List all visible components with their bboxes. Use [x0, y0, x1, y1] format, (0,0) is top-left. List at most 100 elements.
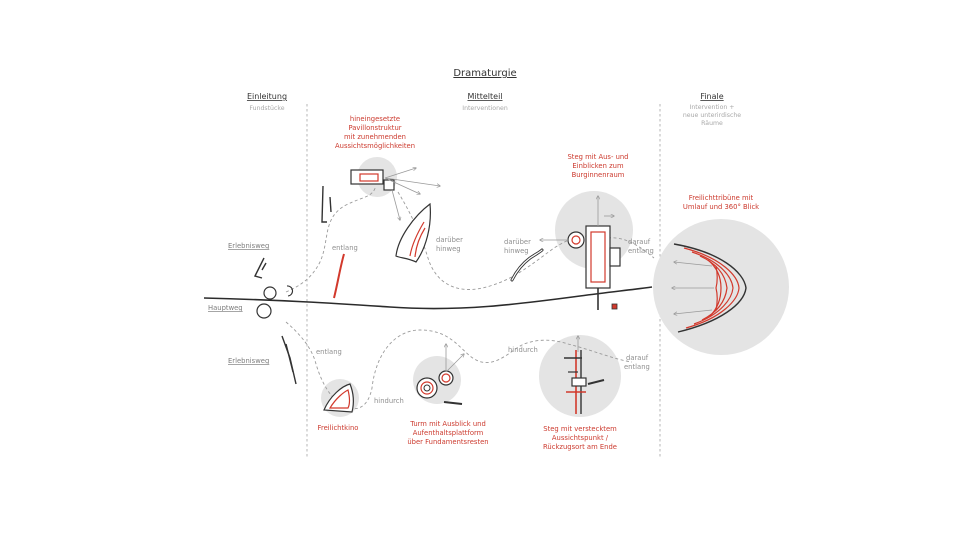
pavillon-label: Pavillonstruktur [348, 124, 401, 132]
path-label-hindurch: hindurch [374, 397, 404, 405]
hauptweg-line [203, 286, 653, 310]
fragment [329, 196, 332, 213]
fragment [285, 343, 294, 373]
pavillon-label: mit zunehmenden [344, 133, 406, 141]
steg-top-label: Burginnenraum [572, 171, 625, 179]
view-arrow [445, 354, 464, 373]
shell-outline [395, 202, 431, 263]
section-subtitle: Interventionen [462, 105, 508, 112]
section-heading: Mittelteil [467, 92, 502, 101]
steg-tower [567, 231, 585, 249]
view-arrow [674, 262, 713, 267]
steg-bottom-label: Rückzugsort am Ende [543, 443, 617, 451]
marker-square [611, 303, 618, 310]
path-label-darueber: darüber [436, 236, 463, 244]
steg-entlang [333, 253, 345, 299]
steg-top-icon [540, 196, 621, 310]
steg-top-label: Steg mit Aus- und [567, 153, 628, 161]
kino-label: Freilichtkino [318, 424, 359, 432]
pavillon-label: Aussichtsmöglichkeiten [335, 142, 415, 150]
path-label-hindurch: hindurch [508, 346, 538, 354]
section-finale: Finale Intervention + neue unterirdische… [683, 92, 741, 127]
label-hauptweg: Hauptweg [208, 304, 243, 312]
path-label-entlang: entlang [332, 244, 358, 252]
tribuene-row [691, 251, 734, 325]
steg-bottom-label: Aussichtspunkt / [552, 434, 609, 442]
tribuene-label: Freilichttribüne mit [689, 194, 754, 202]
tribuene-row [683, 247, 740, 329]
shell-red-line [414, 227, 426, 258]
pavillon-label: hineingesetzte [350, 115, 400, 123]
turm-label: über Fundamentsresten [407, 438, 488, 446]
tribuene-row [715, 265, 718, 311]
tribuene-row [699, 255, 728, 321]
section-subtitle: Fundstücke [249, 105, 284, 112]
shell-icon [395, 202, 431, 263]
kino-icon [323, 383, 354, 413]
fragment-circle [256, 303, 272, 319]
steg-end [587, 379, 605, 385]
pavillon-icon [350, 168, 440, 220]
section-einleitung: Einleitung Fundstücke [247, 92, 287, 112]
fragment [261, 262, 267, 271]
turm-core [420, 381, 434, 395]
view-arrow [384, 168, 416, 179]
section-subtitle: Räume [701, 120, 723, 127]
fragment [281, 335, 297, 385]
path-label-hinweg: hinweg [504, 247, 529, 255]
view-arrow [384, 177, 420, 194]
tribuene-icon [672, 243, 747, 333]
path-label-hinweg: hinweg [436, 245, 461, 253]
label-erlebnisweg-bottom: Erlebnisweg [228, 357, 269, 365]
path-label-entlang: entlang [316, 348, 342, 356]
section-heading: Einleitung [247, 92, 287, 101]
fragment [253, 257, 265, 279]
turm-label: Aufenthaltsplattform [413, 429, 484, 437]
fundament-rest [443, 401, 463, 405]
hook-ramp-inner [511, 249, 543, 281]
section-subtitle: neue unterirdische [683, 112, 741, 119]
steg-frame [585, 225, 611, 289]
view-arrow [384, 177, 440, 186]
tribuene-label: Umlauf und 360° Blick [683, 203, 759, 211]
steg-core [590, 231, 606, 283]
view-arrow [391, 189, 400, 220]
steg-bottom-zone [539, 335, 621, 417]
erlebnisweg-top-path [285, 185, 377, 293]
turm-ring [416, 377, 438, 399]
path-label-darueber: darüber [504, 238, 531, 246]
section-mittelteil: Mittelteil Interventionen [462, 92, 508, 112]
steg-box [571, 377, 587, 387]
platform-ring [438, 370, 454, 386]
pavillon-core [359, 173, 379, 182]
kino-red [328, 389, 351, 409]
steg-bottom-label: Steg mit verstecktem [543, 425, 617, 433]
turm-center [423, 384, 431, 392]
platform-core [441, 373, 451, 383]
path-label-darauf: darauf [626, 354, 649, 362]
path-label-entlang: entlang [624, 363, 650, 371]
erlebnisweg-bottom-path [285, 321, 633, 410]
fragment [321, 185, 327, 223]
tribuene-outer [673, 243, 747, 333]
steg-tower-core [571, 235, 581, 245]
path-label-darauf: darauf [628, 238, 651, 246]
turm-icon [416, 344, 464, 405]
steg-bottom-icon [564, 336, 605, 414]
fragment-arc [286, 285, 294, 297]
section-heading: Finale [700, 92, 723, 101]
fundstuecke [253, 185, 332, 385]
steg-top-label: Einblicken zum [572, 162, 624, 170]
path-label-entlang: entlang [628, 247, 654, 255]
steg-annex [609, 247, 621, 267]
shell-red-line [409, 221, 425, 257]
view-arrow [674, 309, 713, 314]
finale-top-path [607, 237, 655, 259]
section-subtitle: Intervention + [690, 104, 735, 111]
diagram-title: Dramaturgie [453, 68, 516, 79]
turm-label: Turm mit Ausblick und [409, 420, 486, 428]
fragment-circle [263, 286, 277, 300]
label-erlebnisweg-top: Erlebnisweg [228, 242, 269, 250]
